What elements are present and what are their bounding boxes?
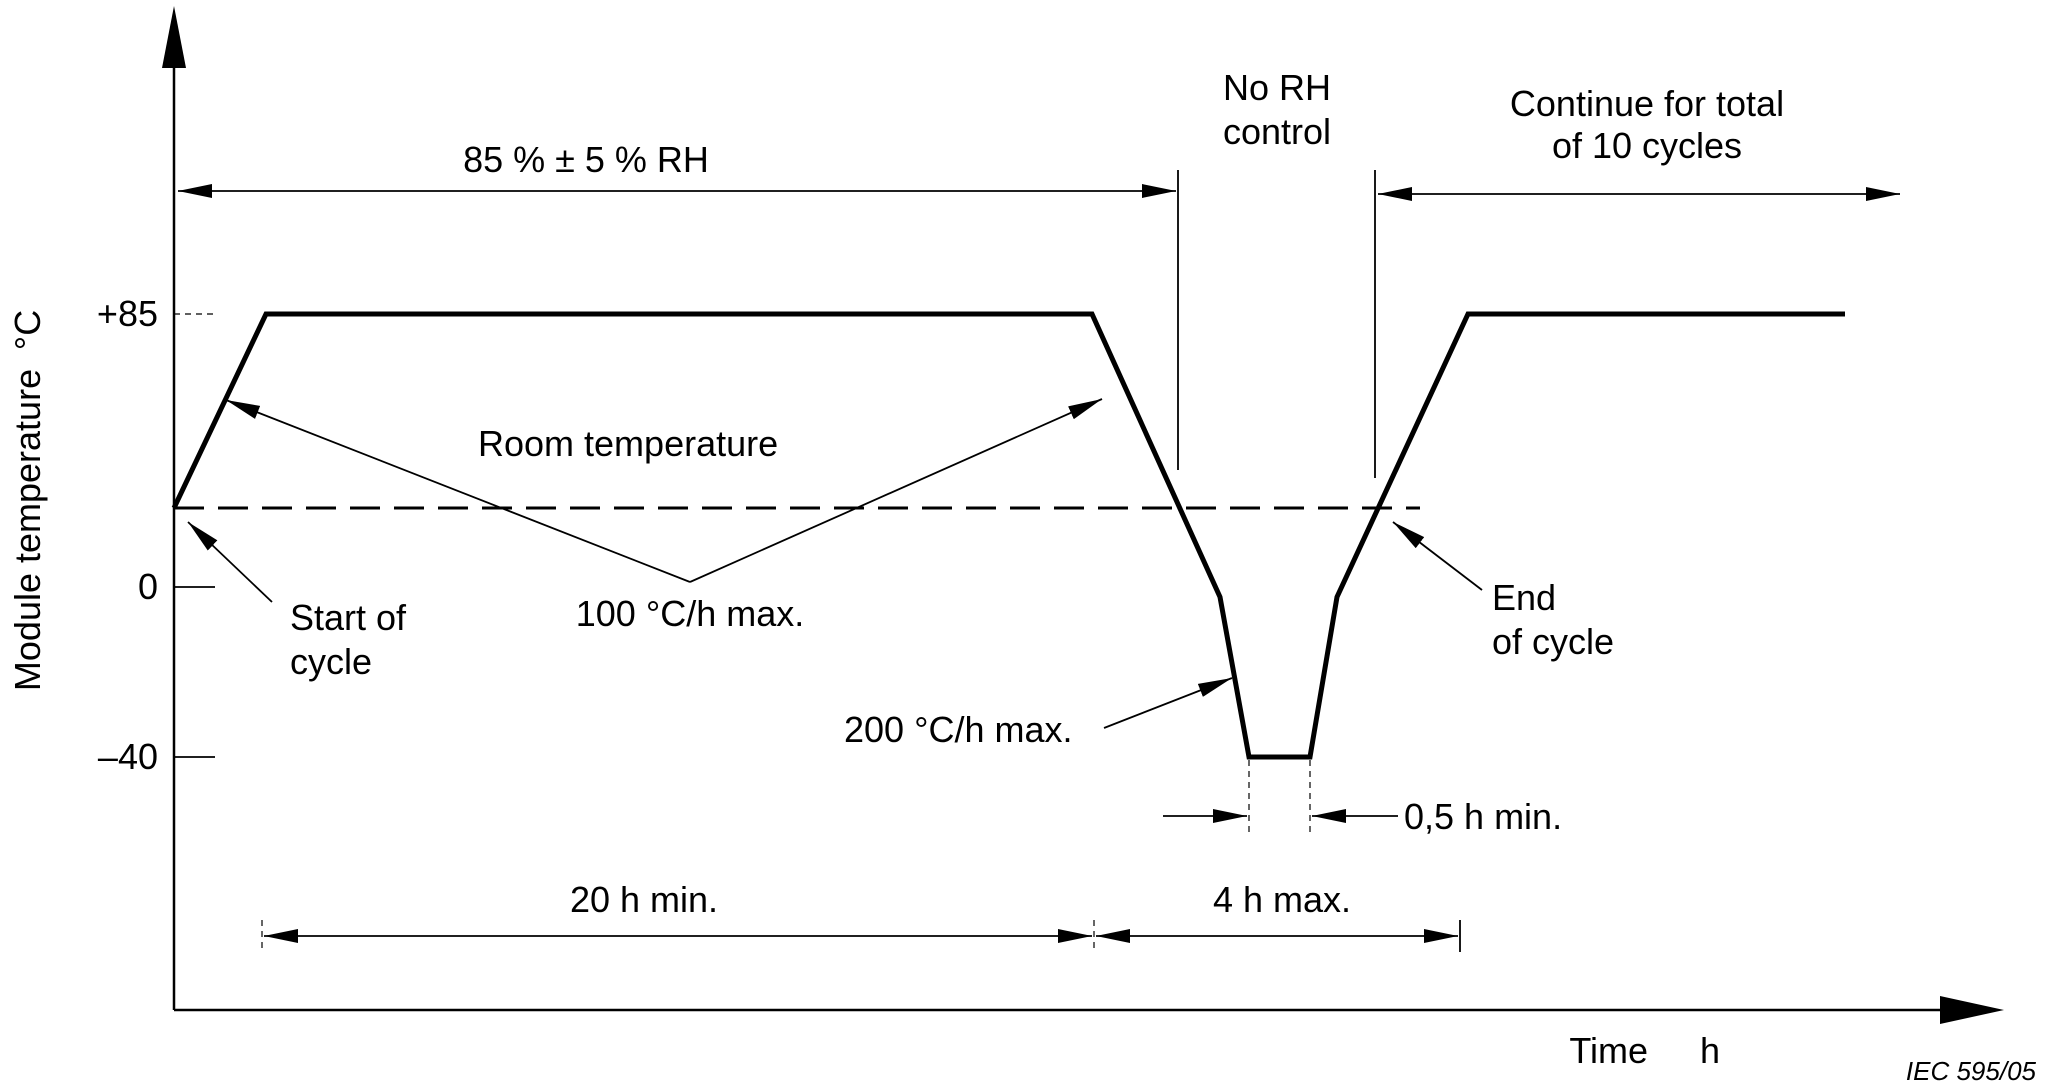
ramp-rate-200: 200 °C/h max. [844,677,1233,750]
rh-label: 85 % ± 5 % RH [463,139,709,180]
start-of-cycle: Start of cycle [187,521,407,682]
phase-boundaries [1177,170,1376,478]
start-line1: Start of [290,597,407,638]
continue-line2: of 10 cycles [1552,125,1742,166]
tick-label-85: +85 [97,293,158,334]
dwell-20h-label: 20 h min. [570,879,718,920]
room-temperature-label: Room temperature [478,423,778,464]
cold-dwell-label: 0,5 h min. [1404,796,1562,837]
cold-phase-label: 4 h max. [1213,879,1351,920]
no-rh-line2: control [1223,111,1331,152]
start-pointer [187,521,273,603]
ramp-200-pointer [1103,677,1233,729]
continue-span: Continue for total of 10 cycles [1378,83,1900,201]
x-axis-label: Time [1569,1030,1648,1071]
bottom-dimensions: 20 h min. 4 h max. [261,879,1461,952]
no-rh-line1: No RH [1223,67,1331,108]
tick-label-minus-40: –40 [98,736,158,777]
continue-line1: Continue for total [1510,83,1784,124]
cold-dwell: 0,5 h min. [1163,760,1562,837]
ramp-100-right-pointer [689,398,1103,583]
end-pointer [1392,521,1483,591]
ramp-rate-100: 100 °C/h max. [225,398,1103,634]
rate-200-label: 200 °C/h max. [844,709,1073,750]
temperature-profile [171,311,1845,760]
x-axis-unit: h [1700,1030,1720,1071]
start-line2: cycle [290,641,372,682]
rate-100-label: 100 °C/h max. [576,593,805,634]
end-of-cycle: End of cycle [1392,521,1614,662]
end-line2: of cycle [1492,621,1614,662]
y-axis-label: Module temperature [7,369,48,691]
credit-label: IEC 595/05 [1906,1056,2037,1086]
y-axis-arrowhead [162,6,186,68]
no-rh-label: No RH control [1223,67,1331,152]
rh-span: 85 % ± 5 % RH [178,139,1176,198]
axes: +85 0 –40 Module temperature °C Time h [7,6,2004,1071]
ramp-100-left-pointer [225,399,691,583]
tick-label-0: 0 [138,566,158,607]
end-line1: End [1492,577,1556,618]
y-axis-unit: °C [7,310,48,350]
x-axis-arrowhead [1940,996,2004,1024]
